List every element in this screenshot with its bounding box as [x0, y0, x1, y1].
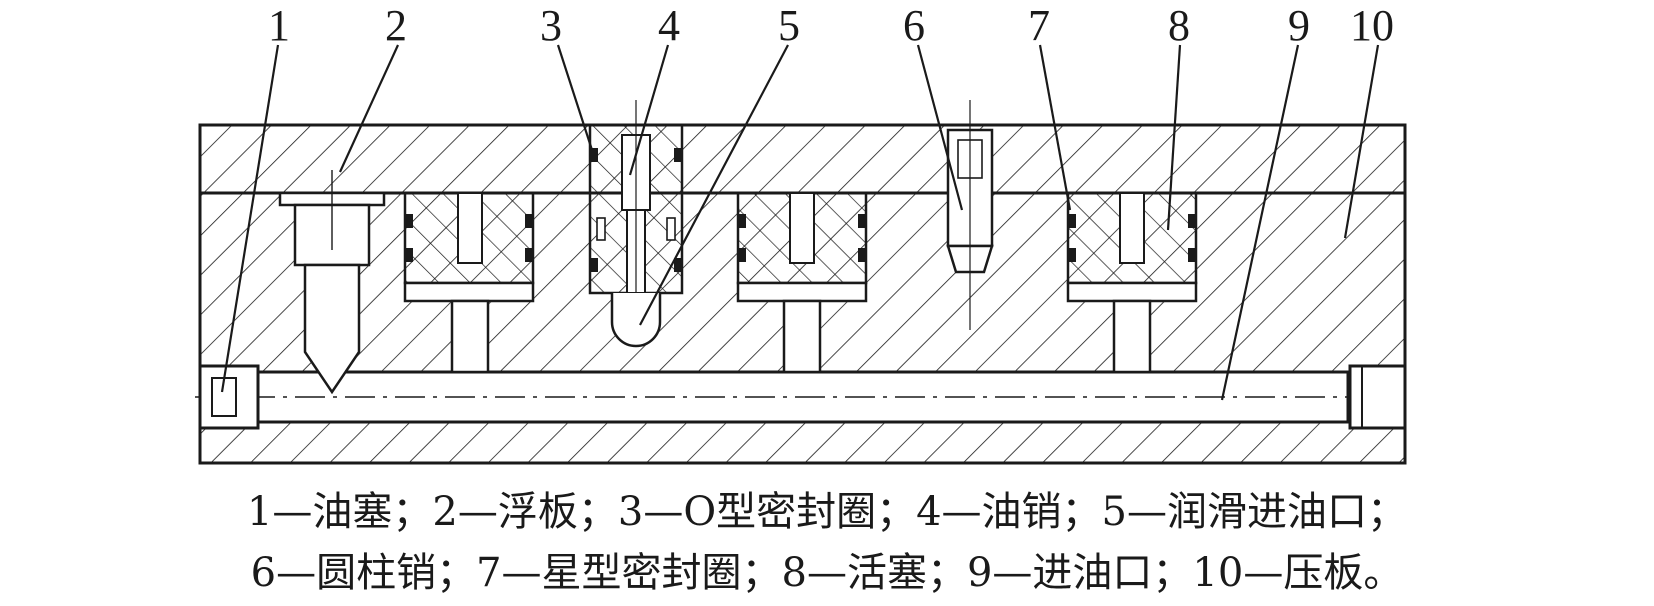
caption-line-1: 1—油塞；2—浮板；3—O型密封圈；4—油销；5—润滑进油口；: [246, 489, 1408, 535]
oil-plug-right: [1348, 364, 1407, 430]
callout-10: 10: [1350, 1, 1394, 50]
caption-line-2: 6—圆柱销；7—星型密封圈；8—活塞；9—进油口；10—压板。: [250, 550, 1404, 596]
callout-3: 3: [540, 1, 562, 50]
callout-2: 2: [385, 1, 407, 50]
piston-1: [403, 191, 535, 374]
callout-5: 5: [778, 1, 800, 50]
piston-3: [1066, 191, 1198, 374]
float-plate-assembly: [278, 170, 386, 395]
hydraulic-fixture-diagram: 1 2 3 4 5 6 7 8 9 10: [195, 1, 1407, 465]
top-plate: [198, 123, 1407, 195]
callout-6: 6: [903, 1, 925, 50]
callout-9: 9: [1288, 1, 1310, 50]
callout-1: 1: [268, 1, 290, 50]
leader-lines: [220, 44, 1380, 401]
oil-channel: [195, 370, 1400, 424]
piston-2: [736, 191, 868, 374]
callout-4: 4: [658, 1, 680, 50]
callout-8: 8: [1168, 1, 1190, 50]
callout-7: 7: [1028, 1, 1050, 50]
callout-numbers: 1 2 3 4 5 6 7 8 9 10: [268, 1, 1394, 50]
oil-plug-left: [198, 364, 260, 430]
